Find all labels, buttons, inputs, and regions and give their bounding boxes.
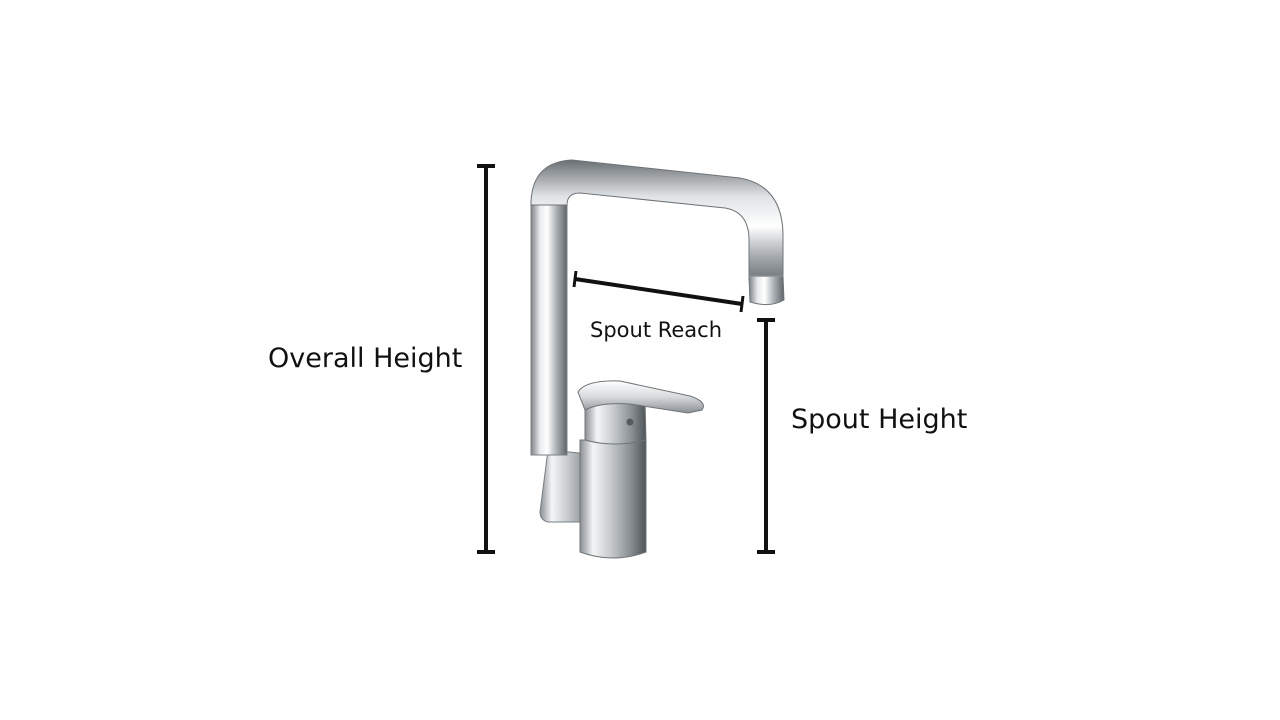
overall-height-dimension-line bbox=[477, 164, 495, 554]
spout-reach-dimension-line bbox=[572, 270, 745, 313]
spout-reach-label: Spout Reach bbox=[590, 318, 723, 342]
spout-height-dimension-line bbox=[757, 318, 775, 554]
kitchen-faucet-icon bbox=[530, 159, 785, 559]
overall-height-label: Overall Height bbox=[268, 343, 463, 374]
spout-height-label: Spout Height bbox=[791, 404, 968, 435]
